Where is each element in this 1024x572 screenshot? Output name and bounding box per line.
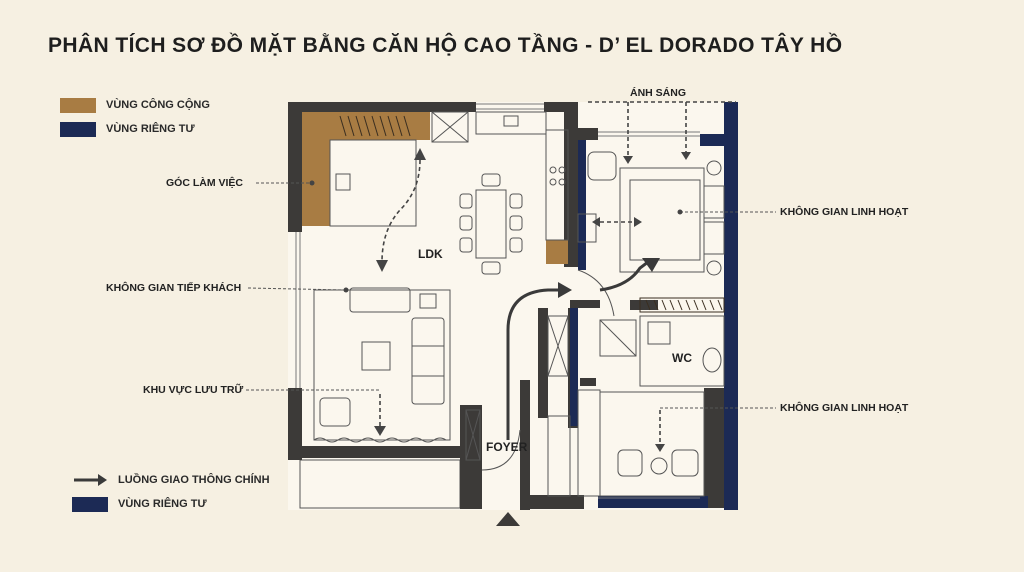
- legend-private-zone-bottom-label: VÙNG RIÊNG TƯ: [118, 498, 207, 510]
- callout-storage-area: KHU VỰC LƯU TRỮ: [143, 384, 244, 396]
- callout-flex-space-2: KHÔNG GIAN LINH HOẠT: [780, 402, 909, 414]
- private-zone-swatch-bottom: [72, 496, 108, 512]
- legend-public-zone: VÙNG CÔNG CỘNG: [60, 97, 210, 113]
- callout-guest-space: KHÔNG GIAN TIẾP KHÁCH: [106, 282, 242, 294]
- legend-main-circulation-label: LUỒNG GIAO THÔNG CHÍNH: [118, 474, 270, 486]
- legend-private-zone-label: VÙNG RIÊNG TƯ: [106, 123, 195, 135]
- room-label-ldk: LDK: [418, 247, 443, 261]
- page-title: PHÂN TÍCH SƠ ĐỒ MẶT BẰNG CĂN HỘ CAO TẦNG…: [48, 34, 843, 57]
- legend-private-zone: VÙNG RIÊNG TƯ: [60, 121, 195, 137]
- arrow-right-icon: [74, 474, 107, 486]
- room-label-wc: WC: [672, 351, 692, 365]
- room-label-foyer: FOYER: [486, 440, 528, 454]
- legend-public-zone-label: VÙNG CÔNG CỘNG: [106, 99, 210, 111]
- public-zone-swatch: [60, 97, 96, 113]
- callout-light: ÁNH SÁNG: [630, 87, 687, 99]
- private-zone-swatch: [60, 121, 96, 137]
- callout-flex-space-1: KHÔNG GIAN LINH HOẠT: [780, 206, 909, 218]
- legend-main-circulation: LUỒNG GIAO THÔNG CHÍNH: [72, 472, 270, 488]
- entrance-triangle: [496, 512, 520, 526]
- legend-private-zone-bottom: VÙNG RIÊNG TƯ: [72, 496, 207, 512]
- main-circulation-arrows: [506, 260, 649, 440]
- callout-work-corner: GÓC LÀM VIỆC: [166, 177, 244, 189]
